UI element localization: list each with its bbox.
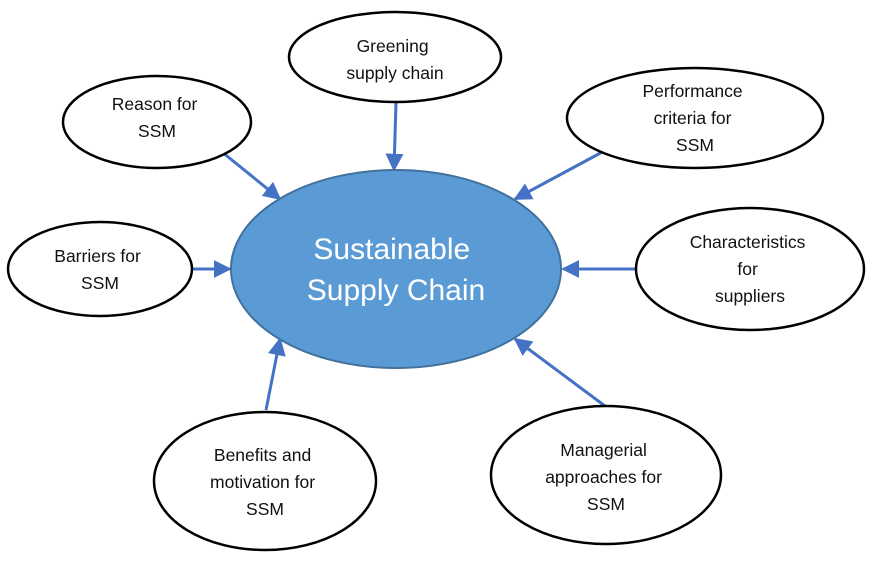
node-label-line: Benefits and — [214, 445, 311, 465]
node-label-line: Characteristics — [690, 232, 806, 252]
arrow-greening-to-center — [385, 101, 404, 172]
node-label-line: SSM — [81, 273, 119, 293]
node-label: Reason for SSM — [112, 94, 202, 141]
node-label-line: for — [737, 259, 758, 279]
node-label-line: criteria for — [654, 108, 732, 128]
arrow-performance-to-center — [513, 148, 607, 201]
node-label-line: SSM — [587, 494, 625, 514]
center-node: Sustainable Supply Chain — [230, 169, 562, 369]
node-greening: Greening supply chain — [287, 10, 503, 104]
node-label-line: approaches for — [545, 467, 662, 487]
node-ellipse — [152, 410, 378, 552]
node-label-line: Greening — [357, 36, 429, 56]
center-label-line: Supply Chain — [307, 274, 485, 307]
arrow-managerial-to-center — [513, 337, 606, 408]
node-label: Benefits and motivation for SSM — [210, 445, 320, 519]
node-ellipse — [565, 66, 825, 170]
node-label: Greening supply chain — [346, 36, 443, 83]
node-benefits: Benefits and motivation for SSM — [152, 410, 378, 552]
node-ellipse — [61, 74, 253, 170]
center-label: Sustainable Supply Chain — [307, 233, 485, 307]
node-label: Barriers for SSM — [54, 246, 145, 293]
node-label-line: Reason for — [112, 94, 198, 114]
node-label: Characteristics for suppliers — [690, 232, 811, 306]
node-label-line: SSM — [246, 499, 284, 519]
node-label: Managerial approaches for SSM — [545, 440, 667, 514]
center-label-line: Sustainable — [313, 233, 470, 266]
connector-arrows — [191, 101, 636, 411]
node-label-line: Managerial — [560, 440, 647, 460]
node-label-line: supply chain — [346, 63, 443, 83]
arrow-benefits-to-center — [264, 337, 286, 411]
node-label-line: motivation for — [210, 472, 315, 492]
node-barriers: Barriers for SSM — [6, 220, 194, 318]
node-managerial: Managerial approaches for SSM — [489, 404, 723, 546]
arrow-reason-to-center — [221, 150, 282, 201]
node-label-line: SSM — [138, 121, 176, 141]
node-ellipse — [287, 10, 503, 104]
center-ellipse — [230, 169, 562, 369]
node-label-line: Performance — [642, 81, 742, 101]
node-label: Performance criteria for SSM — [642, 81, 747, 155]
node-ellipse — [6, 220, 194, 318]
node-label-line: suppliers — [715, 286, 785, 306]
node-label-line: Barriers for — [54, 246, 141, 266]
node-ellipse — [489, 404, 723, 546]
node-reason: Reason for SSM — [61, 74, 253, 170]
node-performance: Performance criteria for SSM — [565, 66, 825, 170]
node-ellipse — [634, 206, 866, 332]
node-characteristics: Characteristics for suppliers — [634, 206, 866, 332]
node-label-line: SSM — [676, 135, 714, 155]
